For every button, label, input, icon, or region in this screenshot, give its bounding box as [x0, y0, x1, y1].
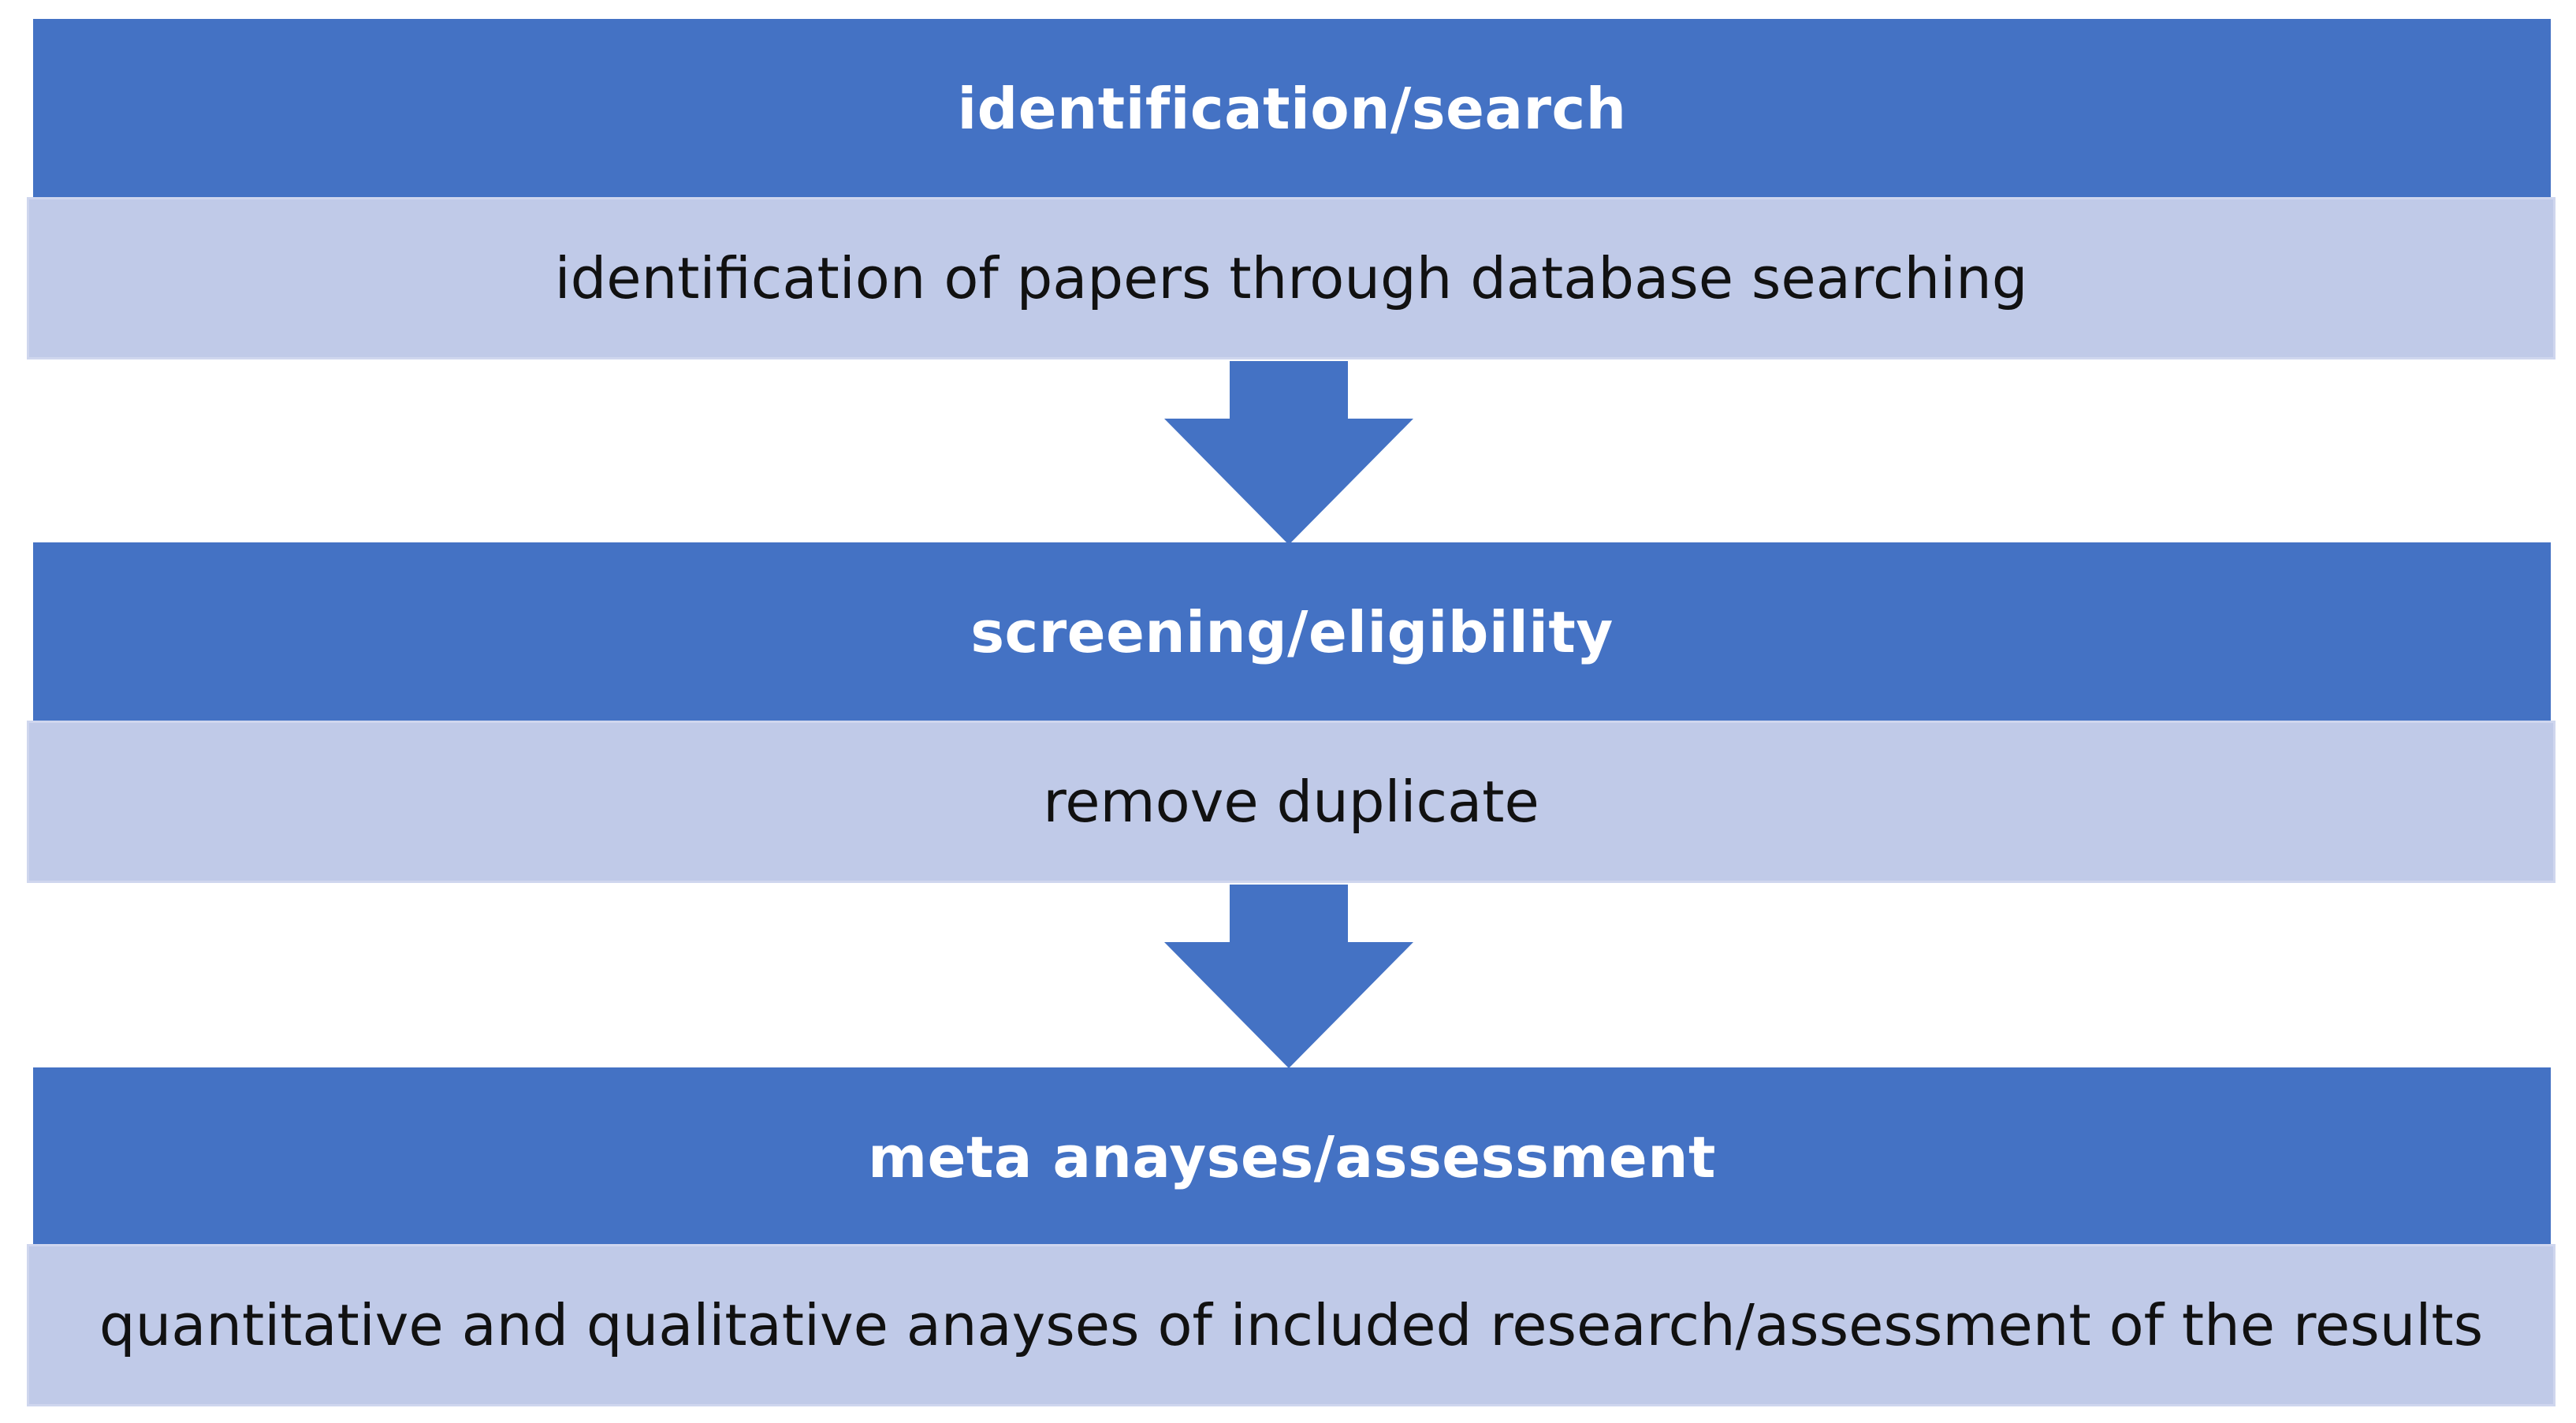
stage-1-title: identification/search	[957, 76, 1627, 142]
stage-2-description: remove duplicate	[1043, 769, 1539, 835]
stage-2-title: screening/eligibility	[970, 599, 1614, 665]
down-arrow-icon	[1164, 361, 1413, 545]
stage-1-body: identification of papers through databas…	[27, 197, 2556, 359]
stage-1-header: identification/search	[33, 19, 2551, 199]
stage-2-body: remove duplicate	[27, 721, 2556, 883]
down-arrow-icon	[1164, 885, 1413, 1068]
stage-3-description: quantitative and qualitative anayses of …	[99, 1292, 2484, 1358]
stage-3-header: meta anayses/assessment	[33, 1067, 2551, 1247]
stage-1-description: identification of papers through databas…	[554, 245, 2028, 311]
stage-2-header: screening/eligibility	[33, 542, 2551, 722]
stage-3-title: meta anayses/assessment	[868, 1124, 1716, 1190]
stage-3-body: quantitative and qualitative anayses of …	[27, 1244, 2556, 1406]
